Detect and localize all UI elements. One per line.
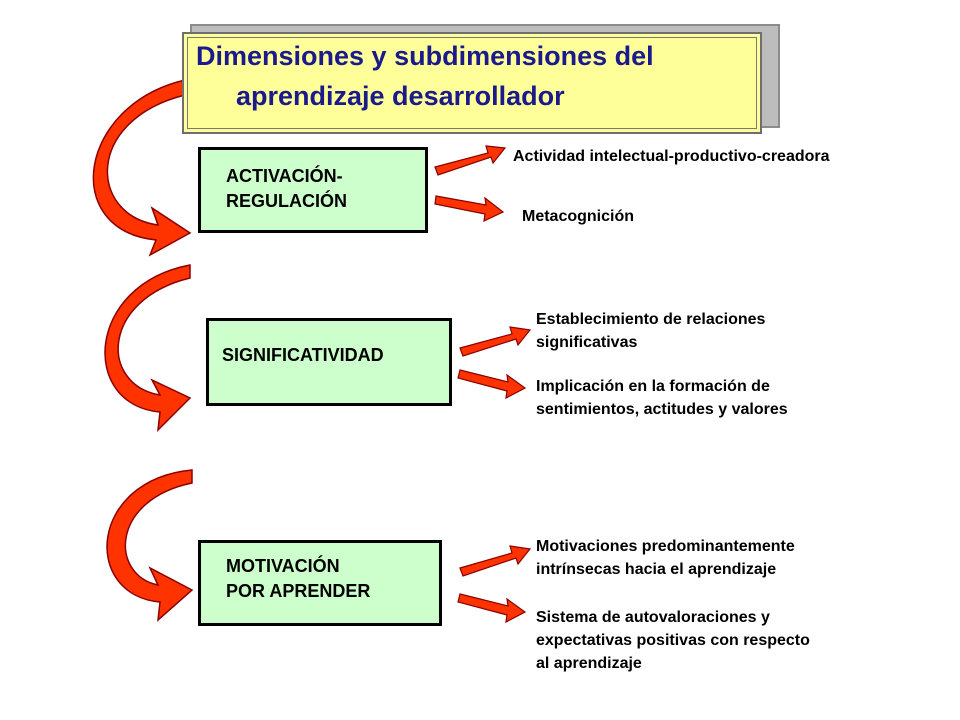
dimension-box-activacion <box>198 147 428 233</box>
subdimension-line: Motivaciones predominantemente <box>536 538 795 555</box>
arrow-2a <box>459 326 532 357</box>
arrow-3b <box>457 593 527 624</box>
arrow-2b <box>457 369 527 400</box>
subdimension-line: Actividad intelectual-productivo-creador… <box>513 148 830 165</box>
subdimension-line: Metacognición <box>522 208 635 225</box>
subdimension-text: Actividad intelectual-productivo-creador… <box>513 145 830 168</box>
arrow-1b <box>434 195 505 223</box>
dimension-label-activacion: ACTIVACIÓN- REGULACIÓN <box>226 164 347 214</box>
subdimension-text: Establecimiento de relaciones significat… <box>536 308 765 354</box>
curved-arrow-1 <box>92 79 192 257</box>
dimension-label-line: MOTIVACIÓN <box>226 556 340 576</box>
curved-arrow-2 <box>104 264 192 433</box>
dimension-box-motivacion <box>198 540 442 626</box>
dimension-label-line: SIGNIFICATIVIDAD <box>222 345 384 365</box>
subdimension-text: Metacognición <box>522 205 634 228</box>
title-box <box>182 32 762 134</box>
dimension-label-motivacion: MOTIVACIÓN POR APRENDER <box>226 554 370 604</box>
subdimension-line: significativas <box>536 334 638 352</box>
arrow-3a <box>459 545 532 577</box>
subdimension-line: Implicación en la formación de <box>536 378 770 395</box>
subdimension-line: al aprendizaje <box>536 655 642 673</box>
subdimension-line: expectativas positivas con respecto <box>536 632 810 650</box>
subdimension-text: Motivaciones predominantemente intrínsec… <box>536 535 795 581</box>
subdimension-text: Sistema de autovaloraciones y expectativ… <box>536 606 810 676</box>
dimension-box-significatividad <box>206 318 452 406</box>
subdimension-line: Sistema de autovaloraciones y <box>536 609 770 626</box>
subdimension-line: intrínsecas hacia el aprendizaje <box>536 561 777 579</box>
subdimension-text: Implicación en la formación de sentimien… <box>536 375 788 421</box>
title-line-2: aprendizaje desarrollador <box>236 81 565 111</box>
subdimension-line: sentimientos, actitudes y valores <box>536 401 788 419</box>
dimension-label-line: REGULACIÓN <box>226 191 347 212</box>
curved-arrow-3 <box>106 469 194 622</box>
subdimension-line: Establecimiento de relaciones <box>536 311 766 328</box>
dimension-label-significatividad: SIGNIFICATIVIDAD <box>222 343 384 368</box>
dimension-label-line: ACTIVACIÓN- <box>226 166 343 186</box>
title-line-1: Dimensiones y subdimensiones del <box>196 41 654 71</box>
arrow-1a <box>434 145 507 176</box>
dimension-label-line: POR APRENDER <box>226 581 371 602</box>
